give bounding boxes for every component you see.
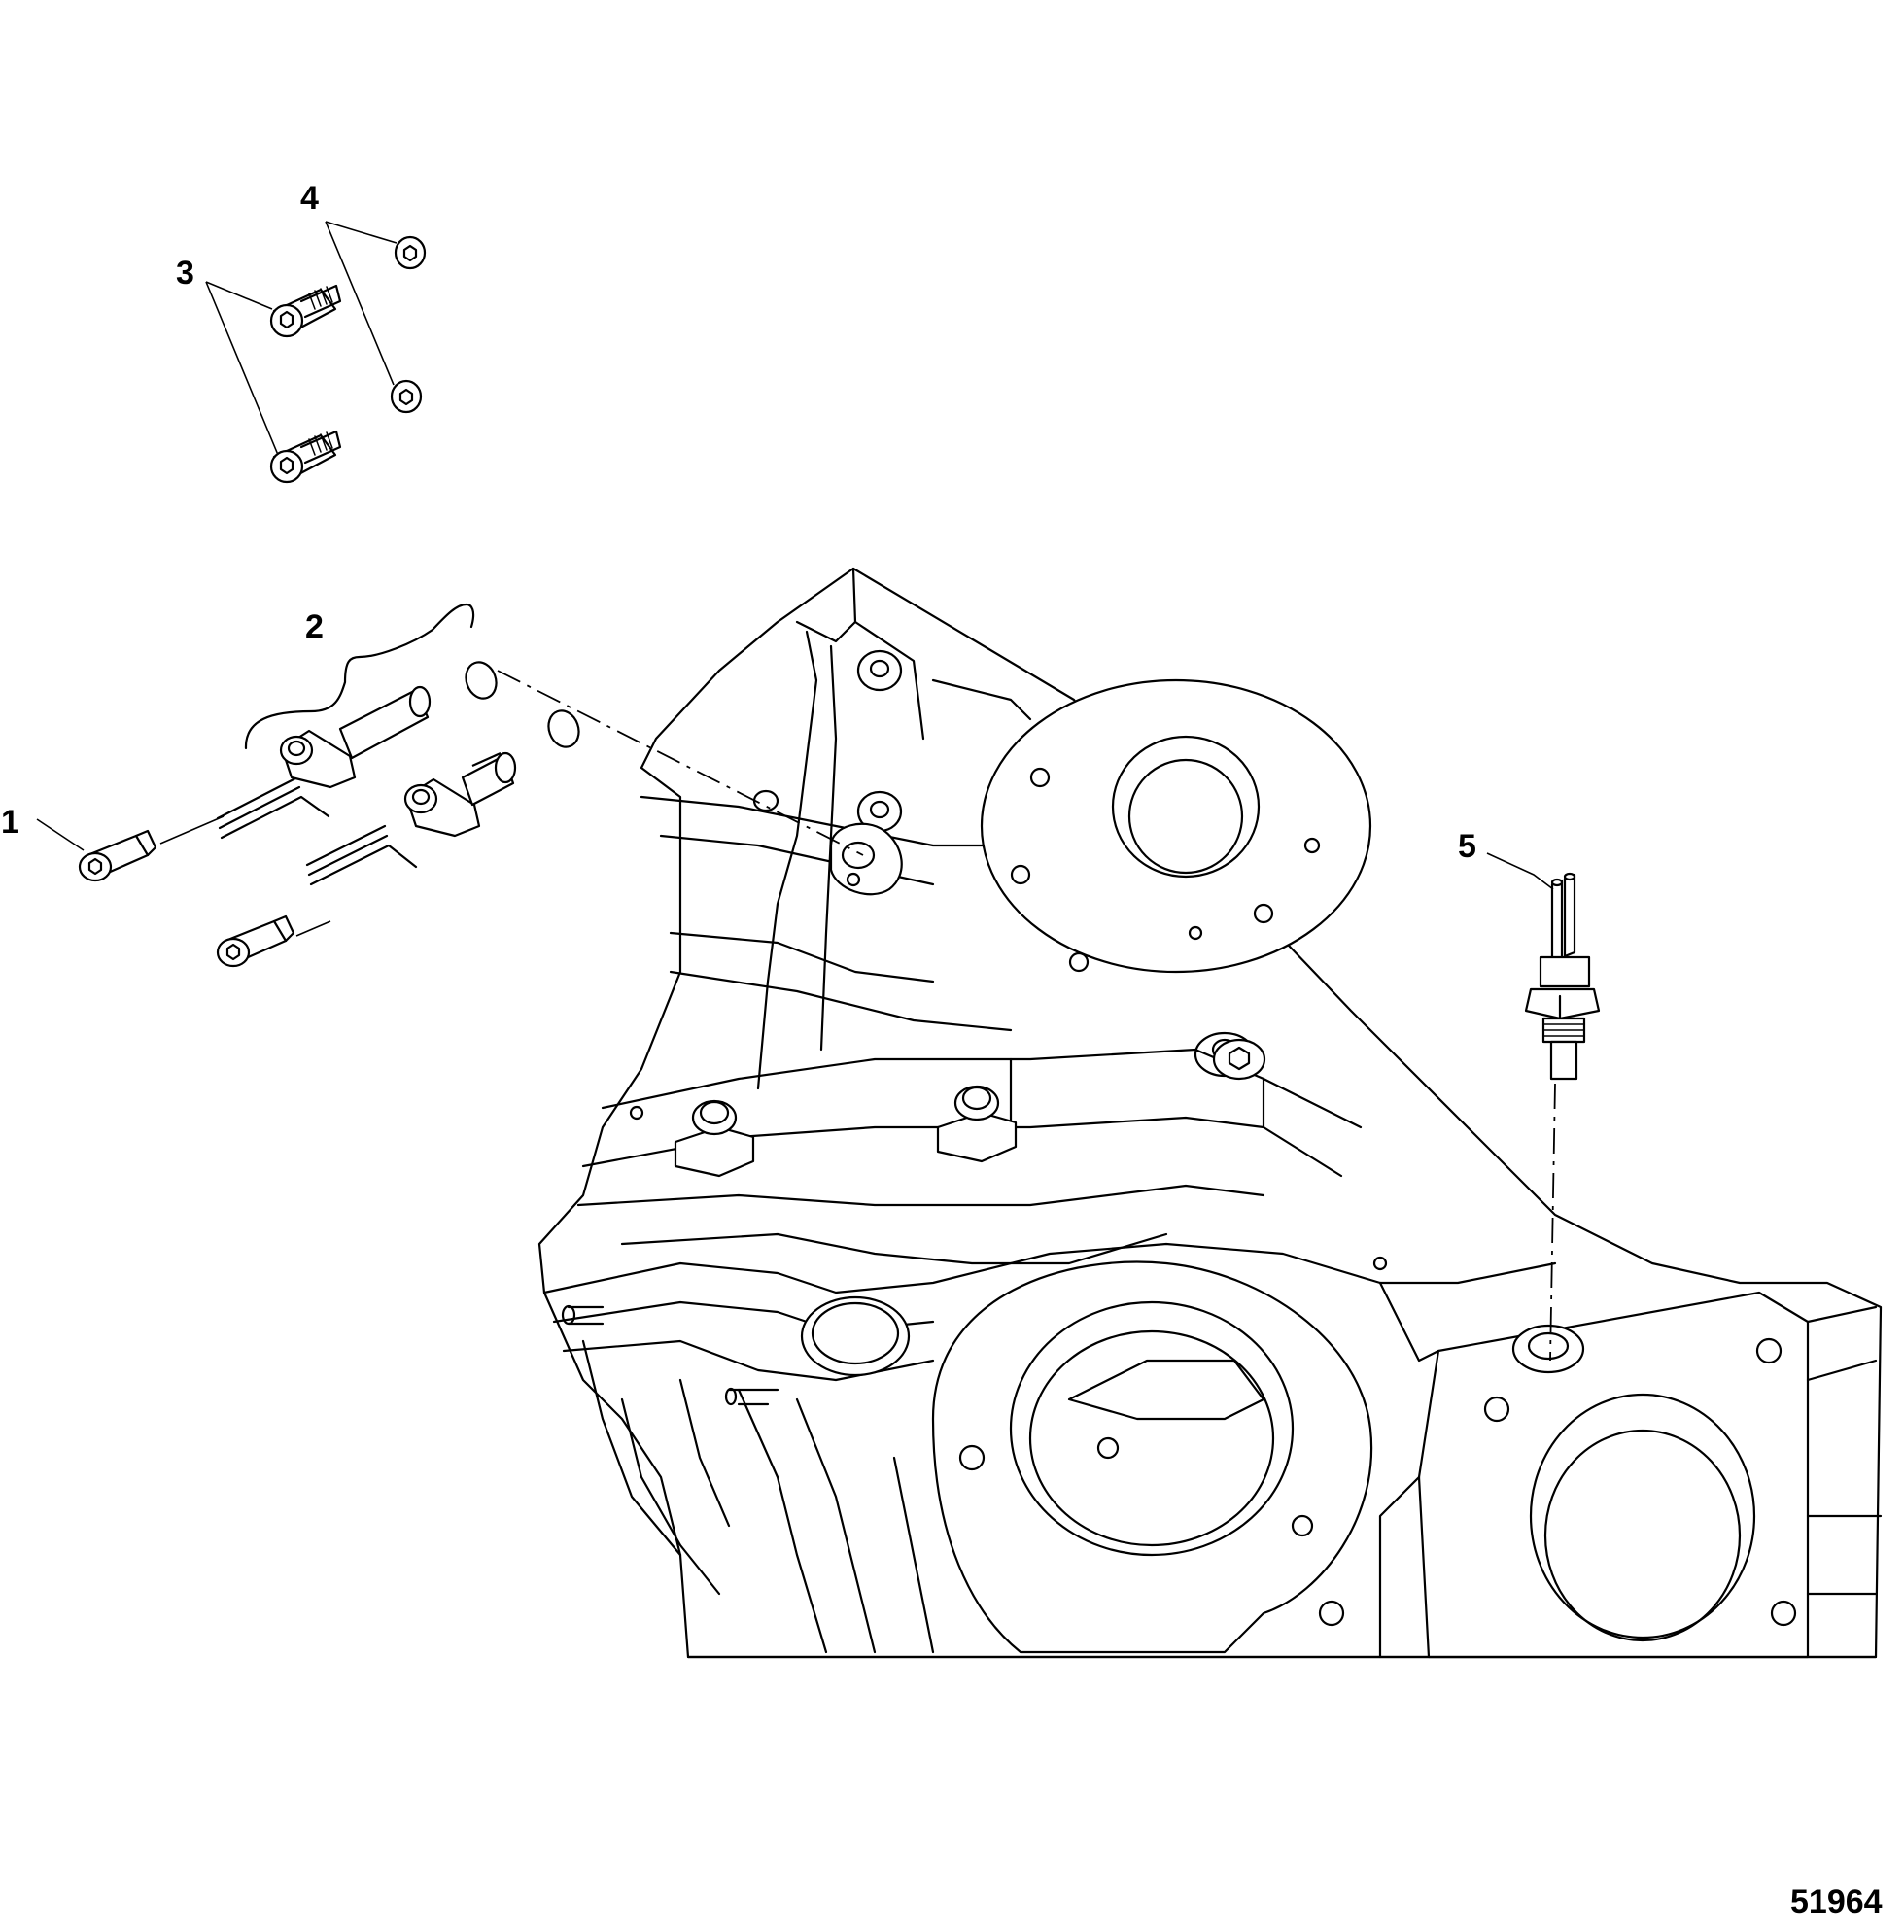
centerline-sensor <box>497 670 864 856</box>
washer-4b <box>390 379 423 414</box>
centerline-sender <box>1549 1083 1556 1362</box>
sensor-assembly-upper <box>216 685 432 840</box>
screw-1b <box>216 914 295 968</box>
sensor-assembly-lower <box>305 751 517 886</box>
flange-nut-right <box>936 1085 1018 1163</box>
callout-3: 3 <box>176 255 194 292</box>
callout-5: 5 <box>1458 828 1476 865</box>
leader-2-brace <box>244 603 475 750</box>
washer-4a <box>394 235 427 270</box>
leader-5 <box>1486 852 1554 890</box>
callout-4: 4 <box>300 180 319 217</box>
callout-2: 2 <box>305 608 324 645</box>
housing-casting <box>537 567 1883 1659</box>
leader-4 <box>325 221 398 386</box>
flange-nut-left <box>674 1099 755 1178</box>
callout-1: 1 <box>1 804 19 841</box>
screw-3b <box>269 430 342 484</box>
screw-3a <box>269 284 342 338</box>
leader-1 <box>36 815 331 937</box>
leader-3 <box>205 281 279 456</box>
o-ring-upper <box>465 661 498 700</box>
figure-number: 51964 <box>1790 1883 1883 1920</box>
sensor-mount-boss <box>752 649 903 896</box>
screw-1a <box>78 829 157 882</box>
temperature-sender <box>1524 872 1601 1081</box>
o-ring-lower <box>547 709 580 748</box>
